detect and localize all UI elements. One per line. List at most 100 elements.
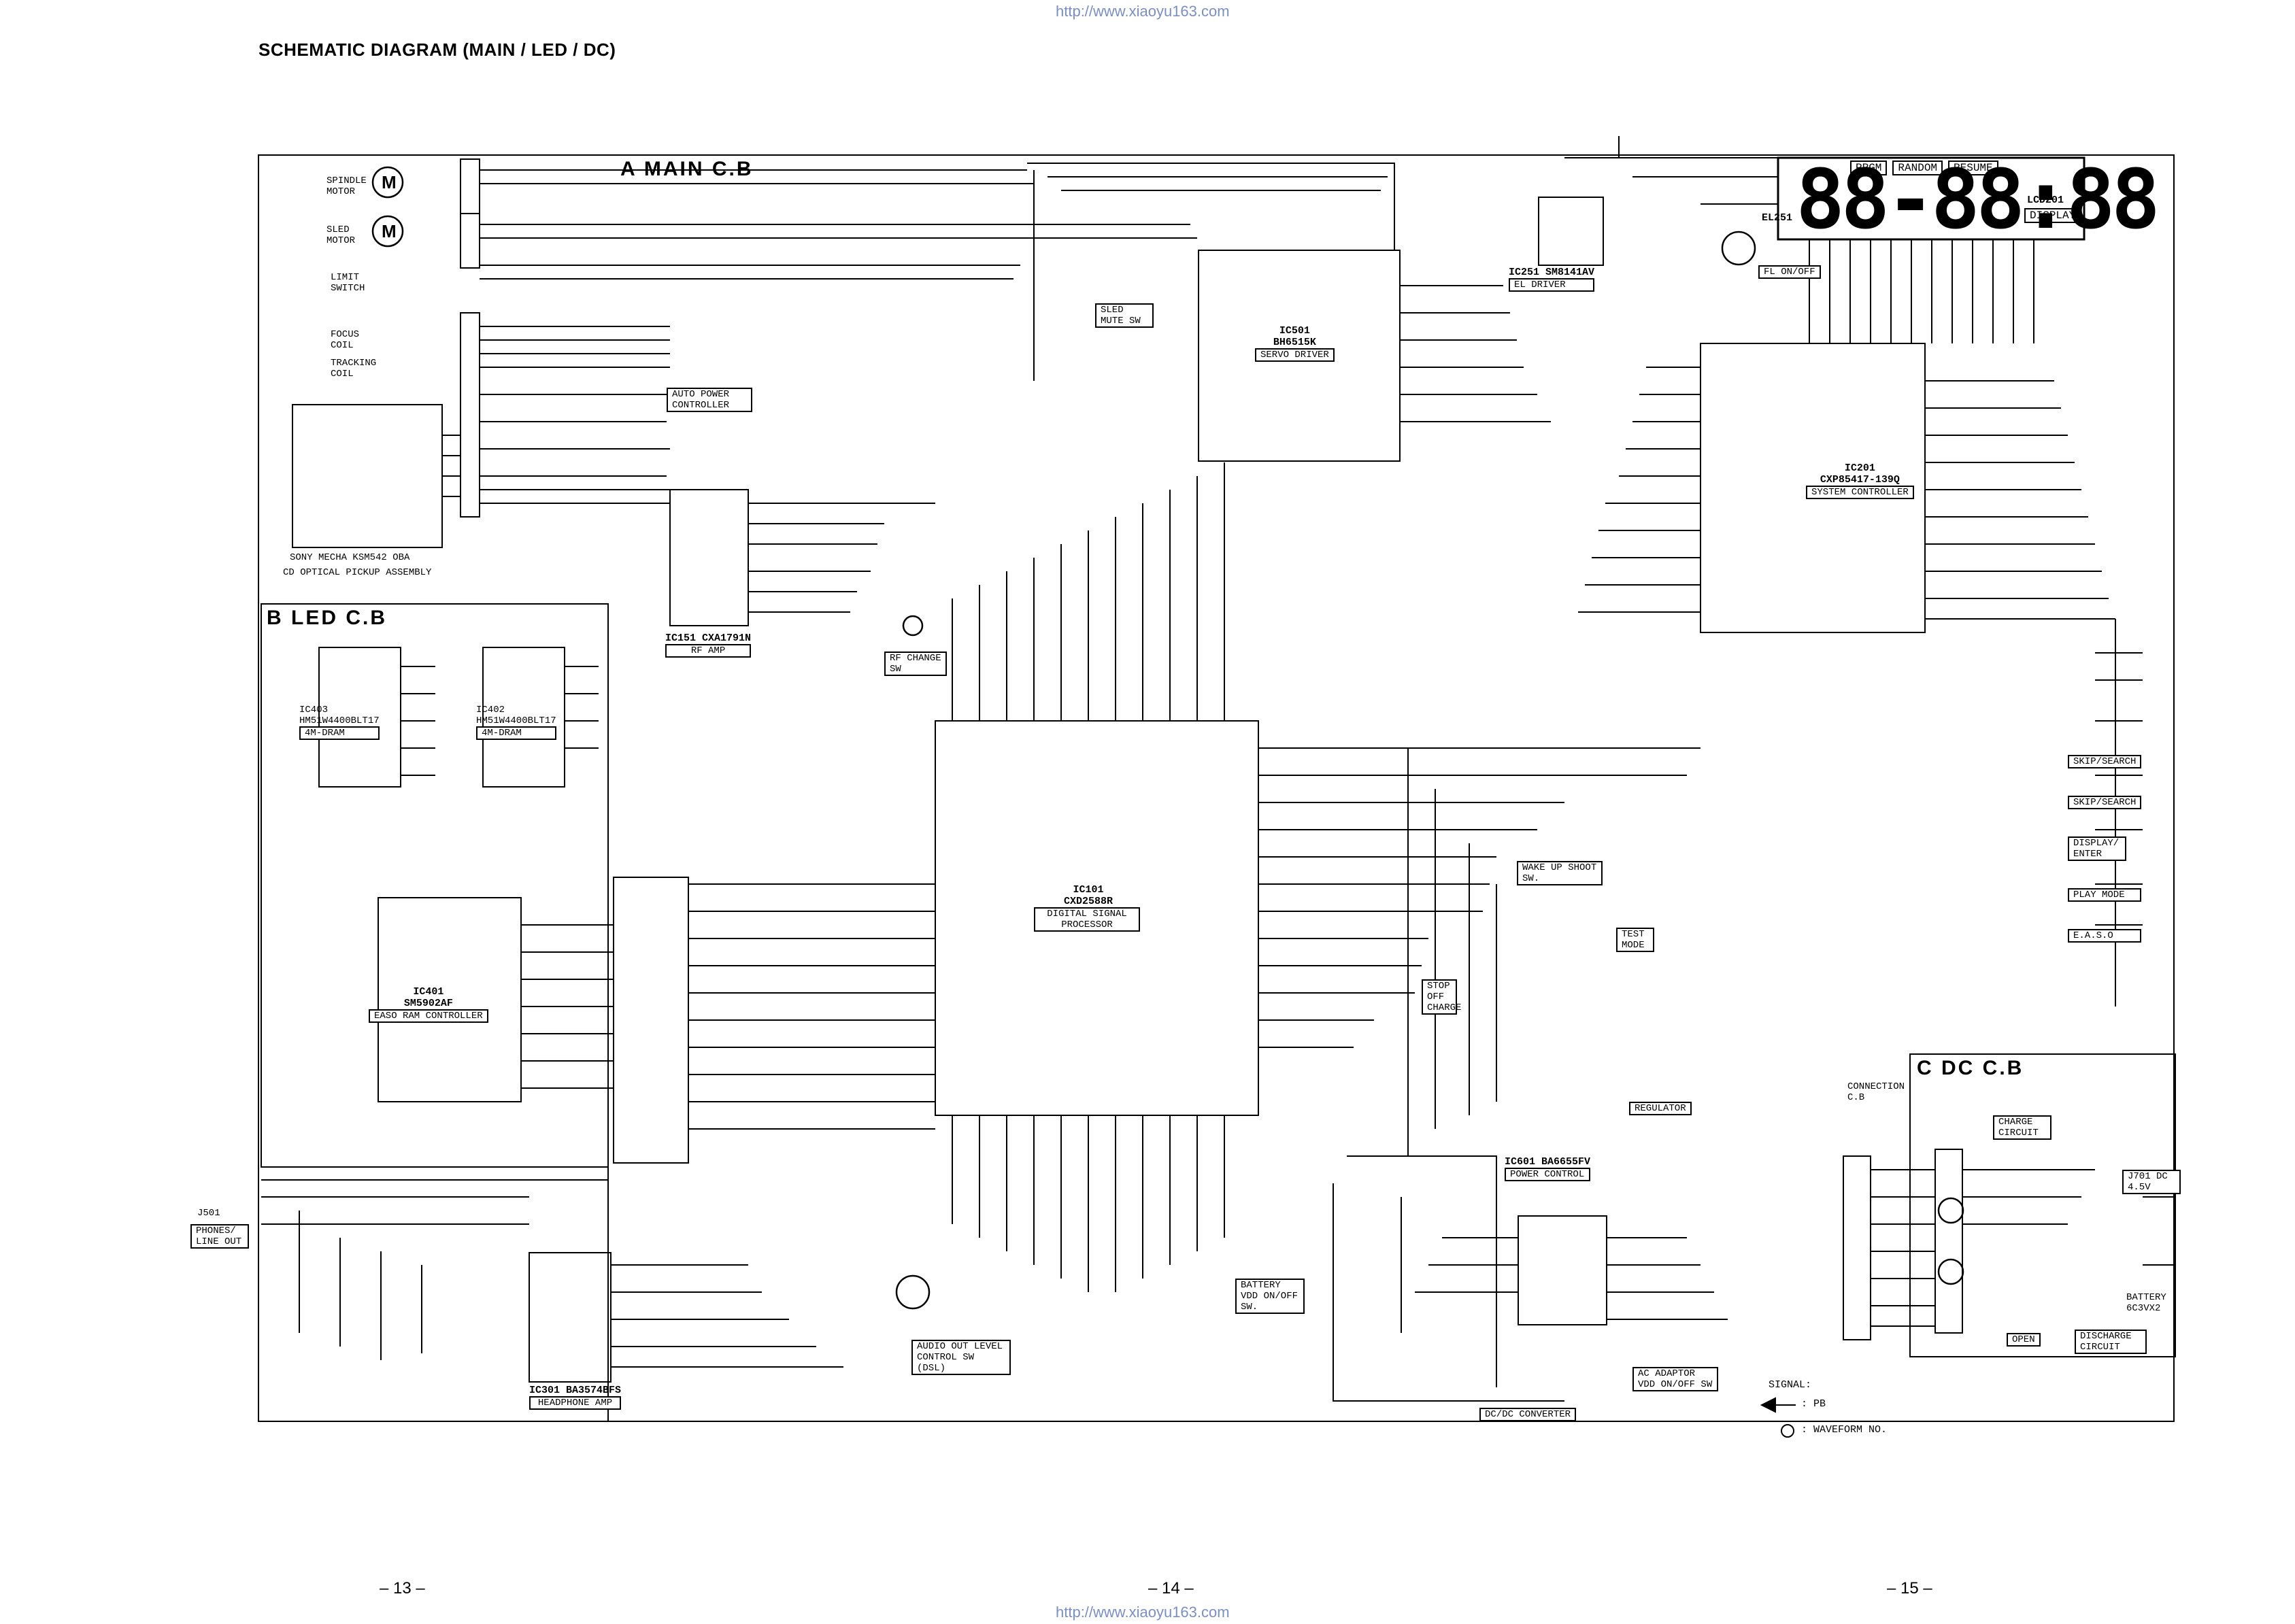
ic101-name: DIGITAL SIGNAL PROCESSOR [1034,907,1140,932]
ic151-body [669,489,749,626]
focus-coil-label: FOCUS COIL [331,329,360,351]
ic151-label: IC151 CXA1791N RF AMP [665,632,752,658]
random-tag: RANDOM [1892,160,1943,175]
limit-switch-label: LIMIT SWITCH [331,272,365,294]
skip-search-switch-2: SKIP/SEARCH [2068,796,2142,809]
pickup-frame [292,404,443,548]
display-part: LCD201 [2027,194,2064,206]
ic101-ref: IC101 [1073,884,1104,896]
ic501-body [1198,250,1401,462]
ic201-label: IC201 CXP85417-139Q SYSTEM CONTROLLER [1806,462,1914,499]
con-dc-board [1934,1149,1963,1334]
ic151-name: RF AMP [665,644,752,658]
ic403-label: IC403 HM51W4400BLT17 4M-DRAM [299,705,380,740]
j501-label: J501 [197,1208,220,1219]
regulator-block: REGULATOR [1629,1102,1692,1115]
connection-label: CONNECTION C.B [1847,1081,1905,1103]
pickup-label: SONY MECHA KSM542 OBA [290,552,410,563]
page-number-14: – 14 – [1148,1579,1194,1597]
con153 [460,213,480,269]
pickup-sub-label: CD OPTICAL PICKUP ASSEMBLY [283,567,432,578]
ic501-name: SERVO DRIVER [1255,348,1335,362]
ic501-part: BH6515K [1273,337,1316,348]
ic601-part: BA6655FV [1541,1156,1591,1168]
battery-label: BATTERY 6C3VX2 [2126,1292,2166,1314]
ic401-name: EASO RAM CONTROLLER [369,1009,488,1023]
ic403-name: 4M-DRAM [299,726,380,740]
ic301-name: HEADPHONE AMP [529,1396,622,1410]
ic251-body [1538,197,1604,266]
ic402-ref: IC402 [476,705,505,715]
ic402-name: 4M-DRAM [476,726,556,740]
page-number-13: – 13 – [380,1579,425,1597]
ic151-ref: IC151 [665,632,697,644]
ic101-part: CXD2588R [1063,896,1113,907]
page-title: SCHEMATIC DIAGRAM (MAIN / LED / DC) [258,39,616,60]
page-number-15: – 15 – [1887,1579,1932,1597]
led-board-frame [261,603,609,1168]
ic601-label: IC601 BA6655FV POWER CONTROL [1505,1156,1591,1181]
ic403-body [318,647,401,788]
legend-waveform: : WAVEFORM NO. [1801,1424,1888,1436]
battery-sw-block: BATTERY VDD ON/OFF SW. [1235,1279,1305,1314]
sled-motor-glyph: M [382,221,397,241]
led-board-label: B LED C.B [267,607,387,629]
ic201-name: SYSTEM CONTROLLER [1806,486,1914,499]
ic501-label: IC501 BH6515K SERVO DRIVER [1255,325,1335,362]
fl-onoff-block: FL ON/OFF [1758,265,1821,279]
sled-mute-block: SLED MUTE SW [1095,303,1154,328]
ic301-ref: IC301 [529,1385,560,1396]
ic301-part: BA3574BFS [566,1385,622,1396]
spindle-motor-icon [371,166,404,199]
display-digits: 88-88:88 [1796,153,2160,248]
ic403-ref: IC403 [299,705,329,715]
waveform-icon [1781,1424,1794,1438]
ic251-label: IC251 SM8141AV EL DRIVER [1509,267,1595,292]
ic301-body [529,1252,612,1383]
discharge-block: DISCHARGE CIRCUIT [2075,1330,2147,1354]
dcdc-block: DC/DC CONVERTER [1479,1408,1577,1421]
ic601-body [1518,1215,1607,1325]
ic402-body [482,647,565,788]
dc-board-frame [1909,1053,2176,1357]
tracking-coil-label: TRACKING COIL [331,358,377,379]
ic251-ref: IC251 [1509,267,1540,278]
ic601-ref: IC601 [1505,1156,1536,1168]
ic151-part: CXA1791N [702,632,752,644]
con401 [613,877,689,1164]
legend-pb: : PB [1801,1398,1826,1410]
ic403-part: HM51W4400BLT17 [299,715,380,726]
ic401-ref: IC401 [413,986,444,998]
ic401-body [378,897,522,1102]
sled-motor-label: SLED MOTOR [326,224,356,246]
legend-title: SIGNAL: [1769,1379,1812,1391]
ic201-body [1700,343,1926,633]
charge-block: CHARGE CIRCUIT [1993,1115,2051,1140]
easo-switch: E.A.S.O [2068,929,2142,943]
pb-arrow-icon [1760,1397,1796,1413]
ic251-name: EL DRIVER [1509,278,1595,292]
test-mode-block: TEST MODE [1616,928,1654,952]
ic402-label: IC402 HM51W4400BLT17 4M-DRAM [476,705,556,740]
audio-out-block: AUDIO OUT LEVEL CONTROL SW (DSL) [911,1340,1011,1375]
source-url-bottom: http://www.xiaoyu163.com [1056,1604,1230,1621]
ic251-part: SM8141AV [1545,267,1595,278]
display-name: DISPLAY [2024,208,2081,223]
open-label: OPEN [2007,1333,2041,1347]
sled-motor-icon [371,215,404,248]
ic402-part: HM51W4400BLT17 [476,715,556,726]
ic601-name: POWER CONTROL [1505,1168,1591,1181]
main-board-frame [258,154,2175,1422]
ic301-label: IC301 BA3574BFS HEADPHONE AMP [529,1385,622,1410]
ac-adaptor-block: AC ADAPTOR VDD ON/OFF SW [1632,1367,1718,1391]
ic101-label: IC101 CXD2588R DIGITAL SIGNAL PROCESSOR [1034,884,1143,932]
ic401-part: SM5902AF [403,998,453,1009]
con-dc-main [1843,1155,1871,1340]
ic201-part: CXP85417-139Q [1820,474,1900,486]
source-url-top: http://www.xiaoyu163.com [1056,3,1230,20]
display-tags: PRGM RANDOM RESUME [1850,160,1998,175]
ic501-ref: IC501 [1279,325,1310,337]
con154 [460,158,480,214]
prgm-tag: PRGM [1850,160,1888,175]
